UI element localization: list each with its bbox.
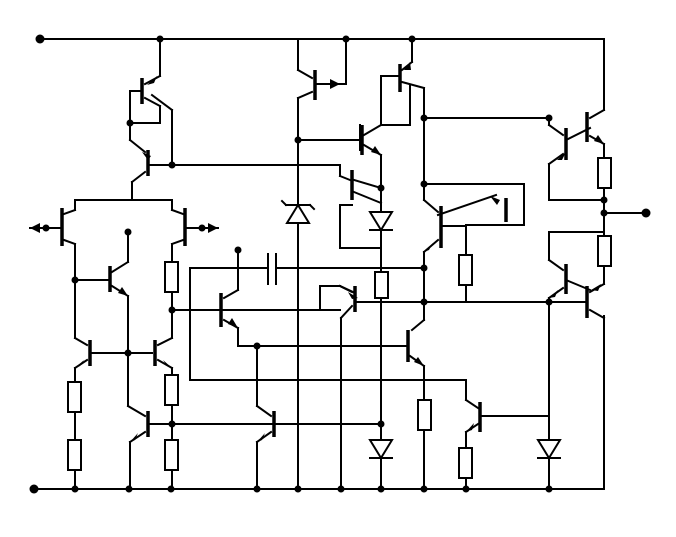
lower-driver-npn <box>406 318 426 401</box>
resistor-input-right <box>164 261 341 339</box>
level-shift-npn <box>319 284 425 490</box>
resistor-emitter-upper <box>597 157 612 189</box>
resistor-mirror-left-1 <box>67 381 82 413</box>
negative-supply-terminal[interactable] <box>29 484 39 494</box>
negative-supply-rail <box>29 315 605 494</box>
diode-upper <box>368 211 394 273</box>
top-pnp-right <box>380 38 426 201</box>
output-upper-transistor <box>585 108 606 159</box>
resistor-mirror-right-1 <box>164 374 179 406</box>
zener-diode <box>280 199 316 490</box>
positive-supply-terminal[interactable] <box>35 34 45 44</box>
bias-pnp-top-middle <box>296 38 347 206</box>
feedback-loop-wire <box>189 267 467 401</box>
load-mirror-right <box>124 336 174 376</box>
resistor-protection <box>458 254 473 286</box>
non-inverting-input-arrow <box>208 223 218 233</box>
resistor-lower-driver <box>417 399 432 431</box>
resistor-mirror-right-2 <box>164 439 179 471</box>
resistor-mirror-left-2 <box>67 439 82 471</box>
resistor-current-limit <box>458 447 473 479</box>
resistor-emitter-lower <box>597 235 612 267</box>
load-mirror-left <box>73 336 153 383</box>
output-lower-transistor <box>585 282 606 320</box>
vbe-multiplier-transistor <box>359 85 411 211</box>
diode-output <box>536 439 562 490</box>
input-transistor-right <box>170 208 219 263</box>
output-lower-driver <box>545 231 605 441</box>
compensation-capacitor <box>234 246 428 285</box>
short-circuit-protection-npn <box>422 193 508 321</box>
resistor-diode-string <box>374 271 389 299</box>
cascode-npn-transistor <box>128 138 341 201</box>
input-stage-tail <box>74 199 173 211</box>
input-transistor-left <box>29 208 77 281</box>
non-inverting-input-terminal[interactable] <box>198 224 206 232</box>
top-pnp-mirror-transistor <box>126 38 174 166</box>
inverting-input-arrow <box>30 223 40 233</box>
output-terminal[interactable] <box>641 208 651 218</box>
driver-npn-upper <box>338 164 385 249</box>
inverting-input-terminal[interactable] <box>42 224 50 232</box>
output-upper-driver <box>545 114 605 201</box>
lower-npn-left <box>126 404 382 490</box>
positive-supply-rail <box>35 34 605 111</box>
lower-npn-middle <box>255 345 276 490</box>
diode-lower <box>368 439 394 490</box>
current-limit-npn <box>464 398 550 449</box>
bias-npn-left <box>71 228 132 407</box>
